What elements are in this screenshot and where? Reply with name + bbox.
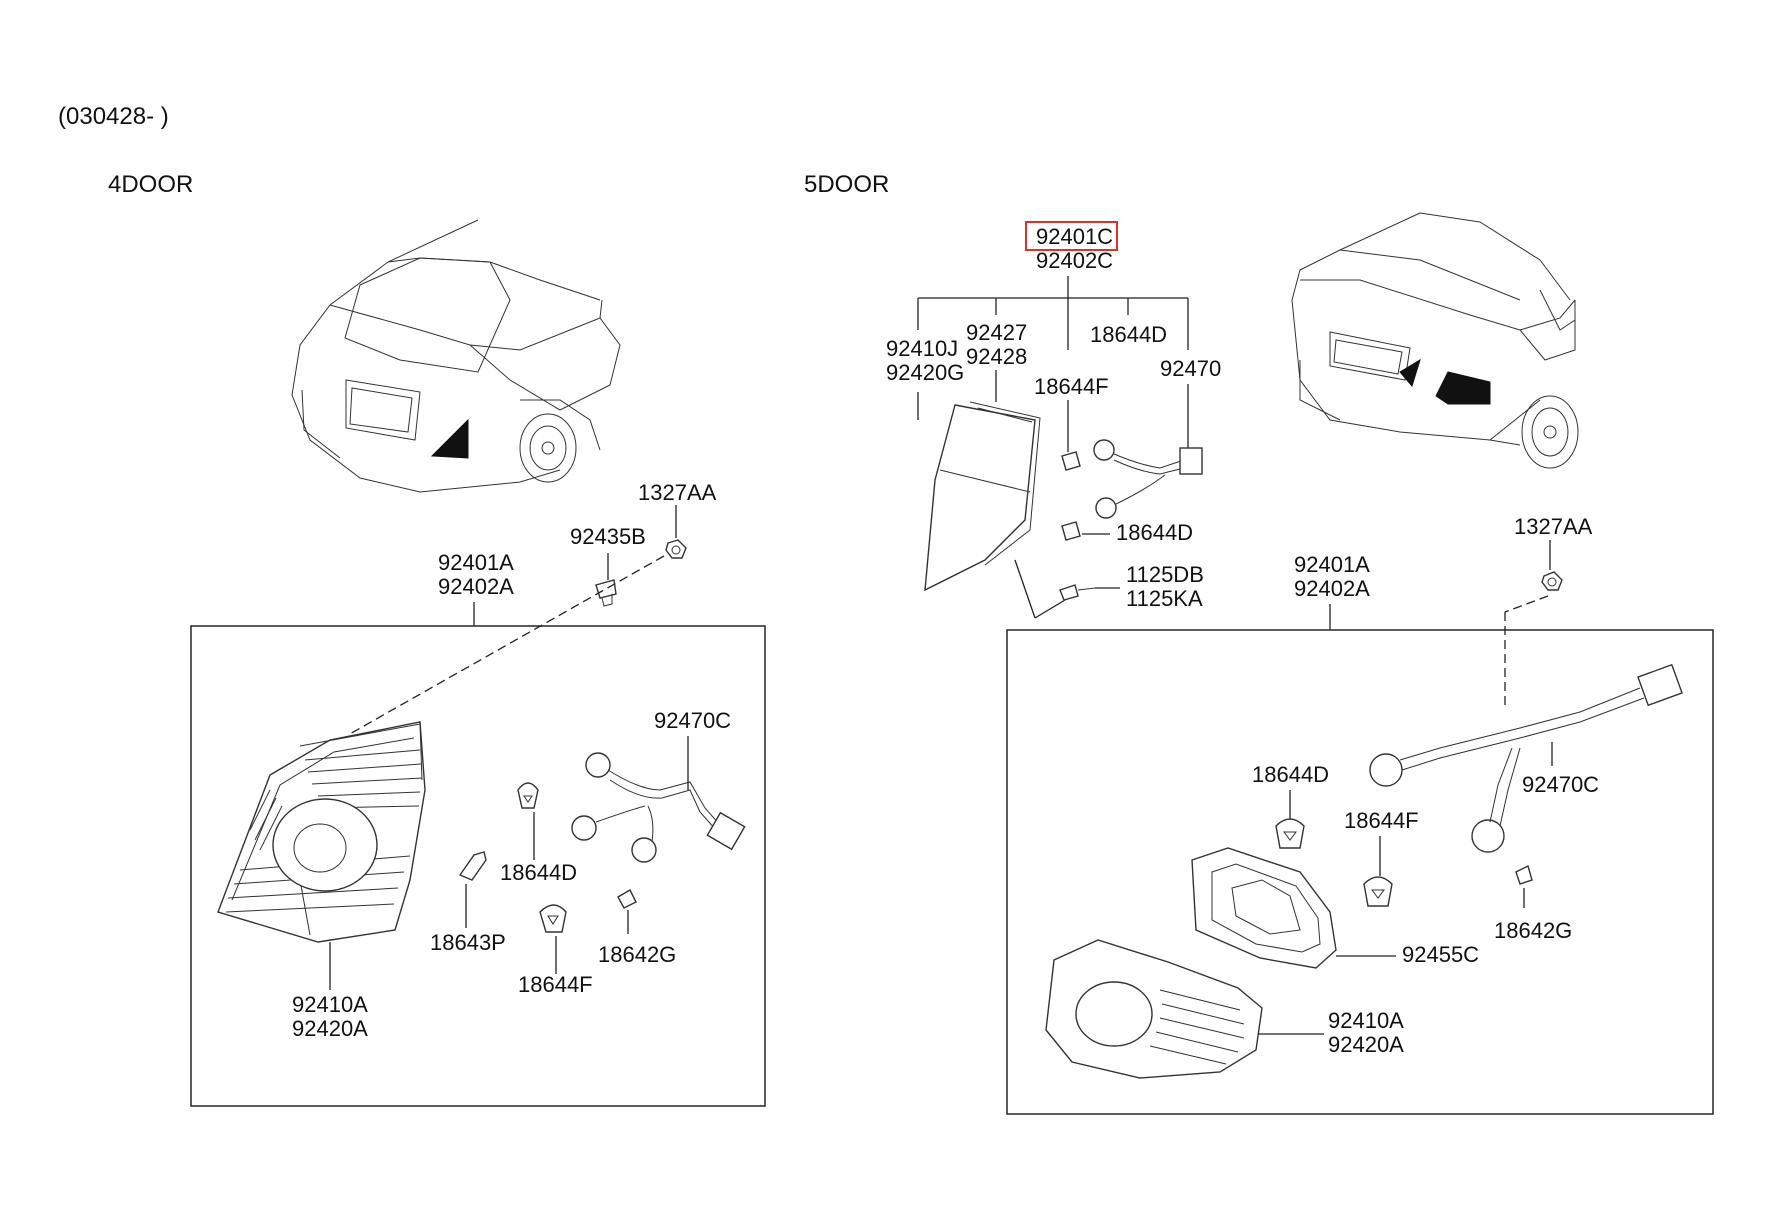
label-18644f-left: 18644F [518,972,593,997]
label-92470-top: 92470 [1160,356,1221,381]
label-92470c-left: 92470C [654,708,731,733]
socket-18644d-top[interactable] [1061,521,1081,541]
lens-5door-side[interactable] [924,401,1041,592]
harness-92470c-left[interactable] [571,752,746,863]
label-1125ka: 1125KA [1126,586,1203,611]
socket-18644f-top[interactable] [1061,451,1081,471]
label-1327aa-left: 1327AA [638,480,717,505]
label-18643p-left: 18643P [430,930,506,955]
label-92402a-right: 92402A [1294,576,1370,601]
label-1125db: 1125DB [1126,562,1204,587]
label-92402a-left: 92402A [438,574,514,599]
label-92435b: 92435B [570,524,646,549]
date-code: (030428- ) [58,103,169,130]
right-assembly-box [1006,629,1714,1115]
label-18644d-left: 18644D [500,860,577,885]
screw-1125db[interactable] [1059,584,1096,601]
label-92427: 92427 [966,320,1027,345]
car-4door-illustration [291,219,621,493]
lens-4door[interactable] [217,721,426,943]
bulb-18642g-left[interactable] [617,889,637,909]
variant-4door-heading: 4DOOR [108,171,193,198]
harness-92470c-right[interactable] [1369,663,1683,853]
clip-1327aa-right[interactable] [1541,571,1563,591]
label-1327aa-right: 1327AA [1514,514,1593,539]
label-92401a-left: 92401A [438,550,514,575]
car-5door-illustration [1291,212,1579,469]
bulb-18642g-right[interactable] [1515,864,1533,885]
label-92402c: 92402C [1036,248,1113,273]
label-92401c-selected[interactable]: 92401C [1036,224,1113,249]
left-assembly-box [190,625,766,1107]
bulb-18644f-left[interactable] [539,904,567,933]
clip-1327aa-left[interactable] [665,539,687,559]
label-18644d-top: 18644D [1090,322,1167,347]
label-92410a-left: 92410A [292,992,368,1017]
variant-5door-heading: 5DOOR [804,171,889,198]
label-18644d-mid: 18644D [1116,520,1193,545]
bulb-18644d-right[interactable] [1275,818,1305,849]
label-92410j: 92410J [886,336,958,361]
harness-92470[interactable] [1093,439,1203,519]
label-92420a-left: 92420A [292,1016,368,1041]
label-18642g-left: 18642G [598,942,676,967]
label-18644f-right: 18644F [1344,808,1419,833]
bulb-18644d-left[interactable] [517,782,539,809]
bulb-18644f-right[interactable] [1363,876,1393,907]
lens-5door-c[interactable] [1045,939,1263,1079]
label-92470c-right: 92470C [1522,772,1599,797]
label-18644d-right: 18644D [1252,762,1329,787]
clip-92435b[interactable] [595,579,617,607]
label-18642g-right: 18642G [1494,918,1572,943]
label-92420a-right: 92420A [1328,1032,1404,1057]
label-92420g: 92420G [886,360,964,385]
label-92410a-right: 92410A [1328,1008,1404,1033]
selected-part-highlight [1025,221,1118,251]
label-92455c: 92455C [1402,942,1479,967]
gasket-92455c[interactable] [1191,847,1337,969]
label-92401a-right: 92401A [1294,552,1370,577]
label-18644f-top: 18644F [1034,374,1109,399]
bulb-18643p-left[interactable] [458,851,487,881]
label-92428: 92428 [966,344,1027,369]
